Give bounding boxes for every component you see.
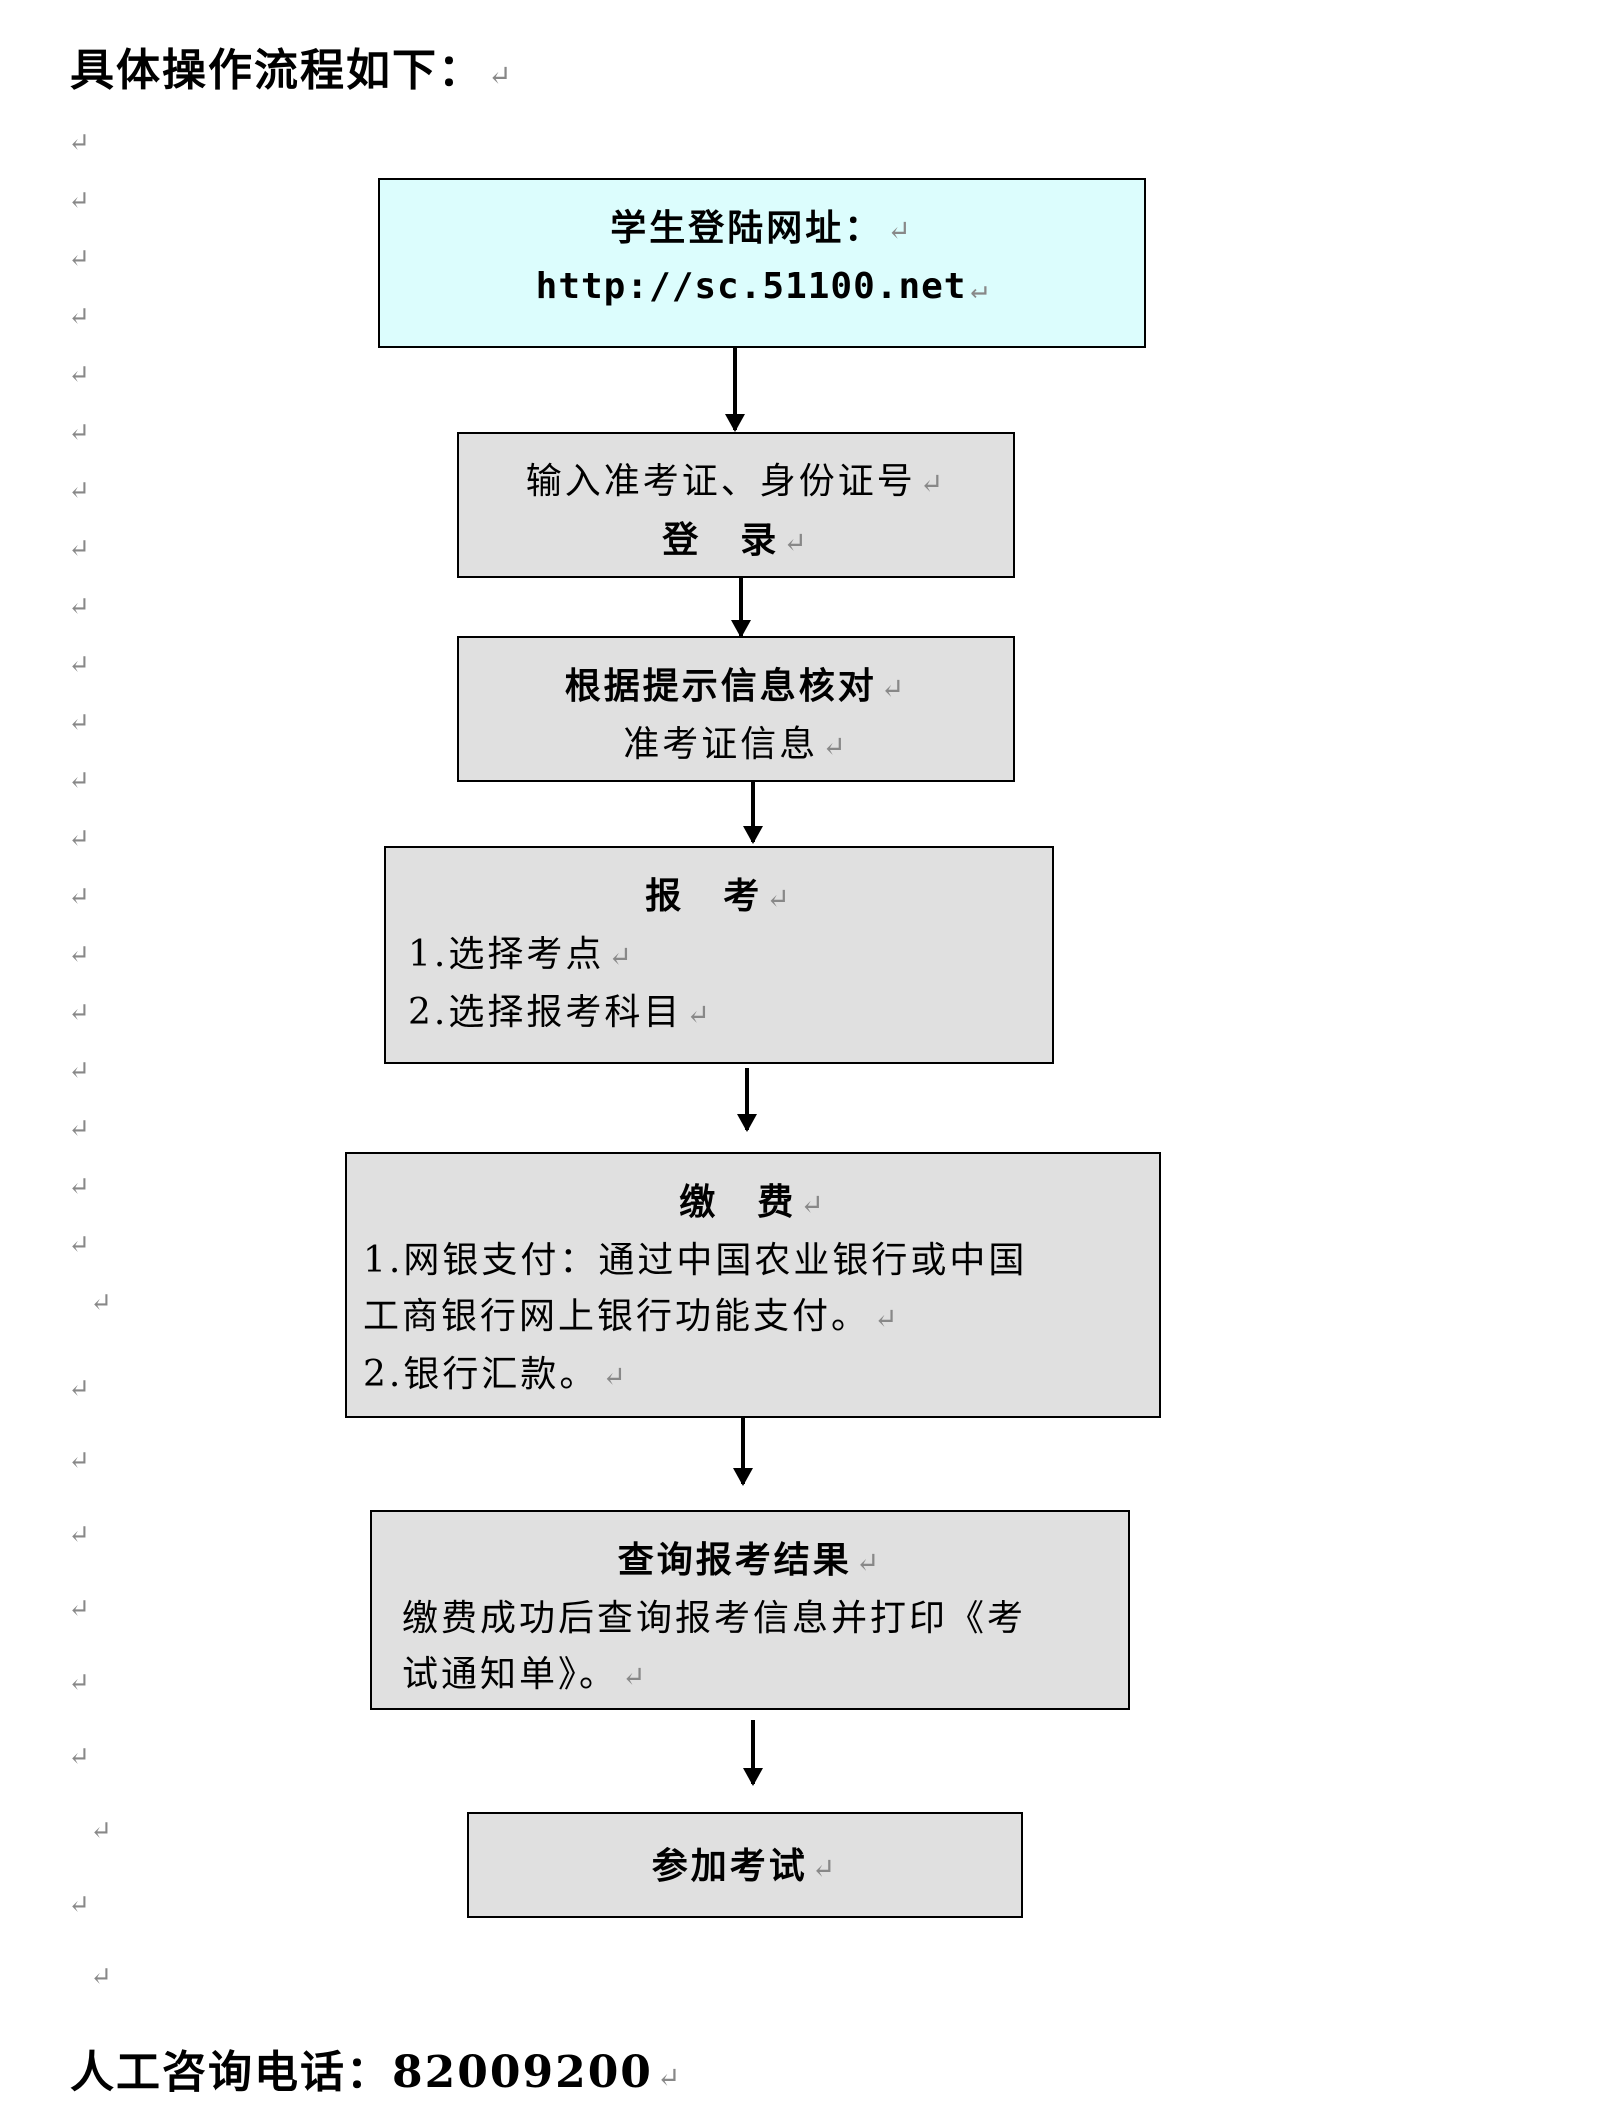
paragraph-mark: ↵ <box>68 1114 90 1144</box>
step-result-box: 查询报考结果↵ 缴费成功后查询报考信息并打印《考 试通知单》。↵ <box>370 1510 1130 1710</box>
paragraph-mark: ↵ <box>68 1230 90 1260</box>
paragraph-mark: ↵ <box>68 244 90 274</box>
paragraph-mark: ↵ <box>68 766 90 796</box>
paragraph-mark: ↵ <box>68 1056 90 1086</box>
paragraph-mark: ↵ <box>68 302 90 332</box>
paragraph-mark: ↵ <box>68 1594 90 1624</box>
register-item-2: 2.选择报考科目↵ <box>408 992 713 1033</box>
login-instruction: 输入准考证、身份证号↵ <box>525 461 947 502</box>
step-register-box: 报 考↵ 1.选择考点↵ 2.选择报考科目↵ <box>384 846 1054 1064</box>
paragraph-mark: ↵ <box>68 708 90 738</box>
exam-title: 参加考试↵ <box>651 1845 839 1887</box>
step-verify-box: 根据提示信息核对↵ 准考证信息↵ <box>457 636 1015 782</box>
hotline-text: 人工咨询电话：82009200 <box>70 2047 653 2098</box>
page-title-text: 具体操作流程如下： <box>70 45 484 96</box>
pay-title: 缴 费↵ <box>679 1181 827 1223</box>
register-item-1: 1.选择考点↵ <box>408 934 635 975</box>
paragraph-mark: ↵ <box>68 1374 90 1404</box>
site-url[interactable]: http://sc.51100.net↵ <box>535 266 989 307</box>
paragraph-mark: ↵ <box>68 998 90 1028</box>
paragraph-mark: ↵ <box>68 128 90 158</box>
pay-item-2: 2.银行汇款。↵ <box>363 1354 629 1395</box>
result-desc-2: 试通知单》。↵ <box>402 1654 649 1695</box>
paragraph-mark: ↵ <box>68 1890 90 1920</box>
result-desc-1: 缴费成功后查询报考信息并打印《考 <box>402 1598 1027 1639</box>
page-title: 具体操作流程如下：↵ <box>70 34 513 98</box>
register-title: 报 考↵ <box>645 875 793 917</box>
paragraph-mark: ↵ <box>68 940 90 970</box>
step-pay-box: 缴 费↵ 1.网银支付：通过中国农业银行或中国 工商银行网上银行功能支付。↵ 2… <box>345 1152 1161 1418</box>
paragraph-mark: ↵ <box>68 1520 90 1550</box>
paragraph-mark: ↵ <box>90 1962 112 1992</box>
pay-item-1a: 1.网银支付：通过中国农业银行或中国 <box>363 1240 1028 1281</box>
hotline: 人工咨询电话：82009200↵ <box>70 2036 682 2100</box>
verify-title: 根据提示信息核对↵ <box>564 665 908 707</box>
step-exam-box: 参加考试↵ <box>467 1812 1023 1918</box>
site-label: 学生登陆网址：↵ <box>610 207 914 249</box>
paragraph-mark: ↵ <box>68 186 90 216</box>
paragraph-mark: ↵ <box>68 534 90 564</box>
step-login-box: 输入准考证、身份证号↵ 登 录↵ <box>457 432 1015 578</box>
paragraph-mark: ↵ <box>68 476 90 506</box>
result-title: 查询报考结果↵ <box>617 1539 883 1581</box>
paragraph-mark: ↵ <box>68 1446 90 1476</box>
paragraph-mark: ↵ <box>90 1816 112 1846</box>
login-title: 登 录↵ <box>662 519 810 561</box>
paragraph-mark: ↵ <box>68 824 90 854</box>
paragraph-mark: ↵ <box>68 650 90 680</box>
paragraph-mark: ↵ <box>656 2061 683 2094</box>
paragraph-mark: ↵ <box>68 1668 90 1698</box>
paragraph-mark: ↵ <box>68 882 90 912</box>
paragraph-mark: ↵ <box>68 592 90 622</box>
pay-item-1b: 工商银行网上银行功能支付。↵ <box>363 1296 901 1337</box>
verify-desc: 准考证信息↵ <box>623 724 849 765</box>
paragraph-mark: ↵ <box>68 360 90 390</box>
paragraph-mark: ↵ <box>90 1288 112 1318</box>
paragraph-mark: ↵ <box>488 59 514 92</box>
paragraph-mark: ↵ <box>68 1742 90 1772</box>
step-site-box: 学生登陆网址：↵ http://sc.51100.net↵ <box>378 178 1146 348</box>
paragraph-mark: ↵ <box>68 418 90 448</box>
paragraph-mark: ↵ <box>68 1172 90 1202</box>
